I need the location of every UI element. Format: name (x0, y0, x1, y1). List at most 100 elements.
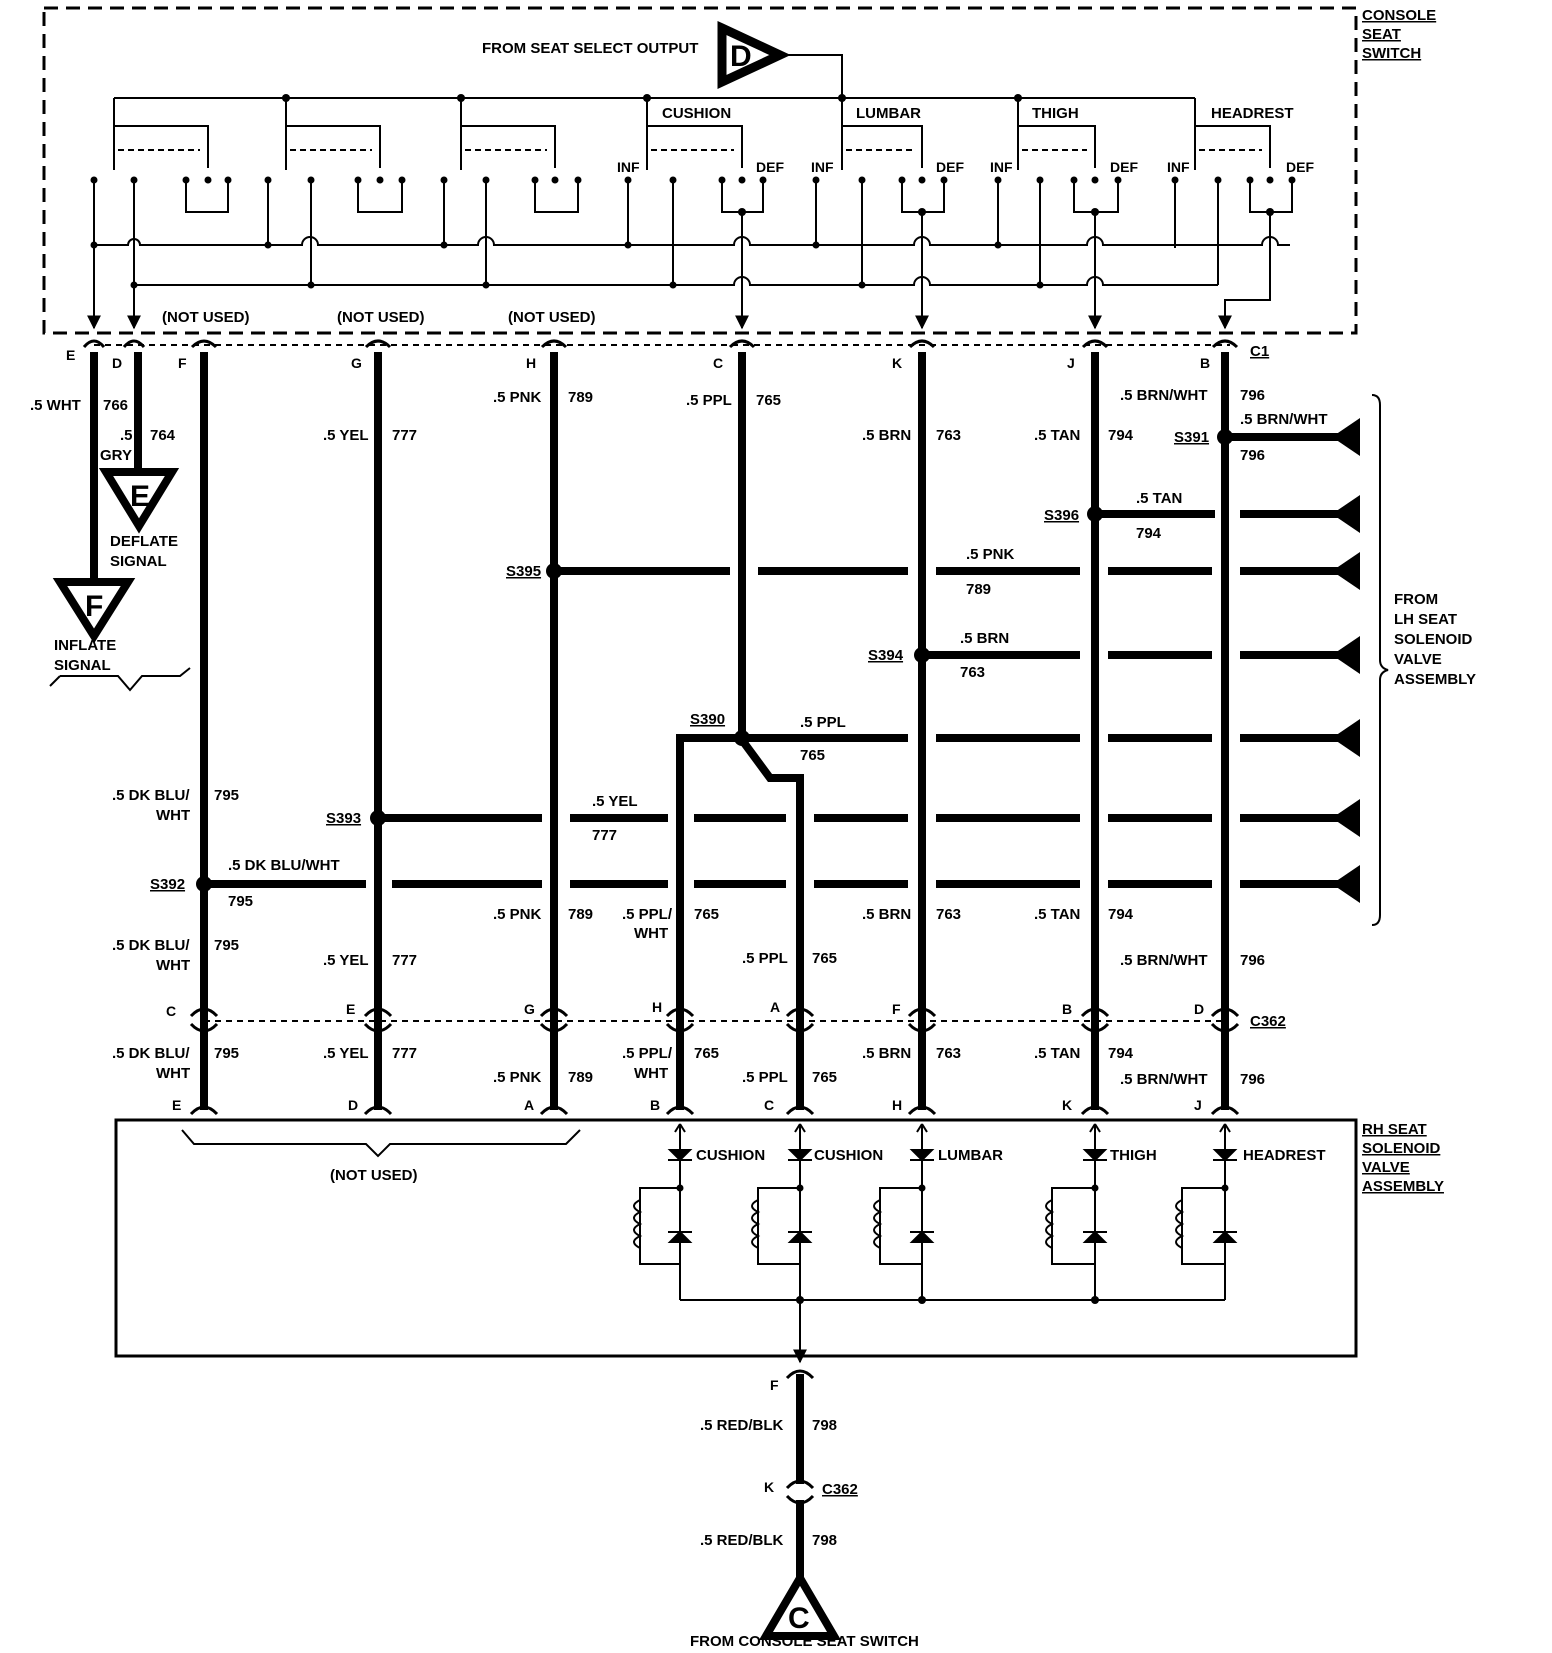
svg-text:B: B (1200, 355, 1210, 371)
svg-text:795: 795 (214, 937, 239, 954)
rh-solenoid-dots (676, 1184, 1229, 1304)
inflate-signal-triangle: F (52, 578, 136, 644)
svg-text:F: F (770, 1377, 779, 1393)
svg-text:D: D (348, 1097, 358, 1113)
from-seat-select-output-label: FROM SEAT SELECT OUTPUT (482, 40, 698, 57)
svg-text:ASSEMBLY: ASSEMBLY (1362, 1178, 1444, 1195)
svg-text:HEADREST: HEADREST (1211, 105, 1294, 122)
svg-text:(NOT USED): (NOT USED) (508, 309, 596, 326)
svg-text:S395: S395 (506, 563, 541, 580)
svg-text:E: E (130, 480, 150, 513)
svg-text:765: 765 (812, 1069, 837, 1086)
svg-text:CUSHION: CUSHION (814, 1147, 883, 1164)
svg-text:S390: S390 (690, 711, 725, 728)
svg-text:(NOT USED): (NOT USED) (330, 1167, 418, 1184)
svg-text:.5 BRN: .5 BRN (960, 630, 1009, 647)
svg-text:796: 796 (1240, 1071, 1265, 1088)
svg-text:795: 795 (214, 1045, 239, 1062)
svg-text:795: 795 (228, 893, 253, 910)
svg-text:THIGH: THIGH (1032, 105, 1079, 122)
svg-text:B: B (650, 1097, 660, 1113)
svg-text:CUSHION: CUSHION (662, 105, 731, 122)
svg-text:WHT: WHT (156, 957, 190, 974)
svg-text:.5 DK BLU/: .5 DK BLU/ (112, 937, 190, 954)
svg-text:.5 PPL: .5 PPL (742, 1069, 788, 1086)
svg-text:S392: S392 (150, 876, 185, 893)
svg-text:789: 789 (568, 389, 593, 406)
console-seat-switch-box (42, 6, 1358, 335)
svg-text:.5 TAN: .5 TAN (1034, 427, 1080, 444)
svg-text:777: 777 (392, 427, 417, 444)
connector-c1: C1 E D F G H C K J B (66, 339, 1269, 371)
svg-text:S394: S394 (868, 647, 904, 664)
svg-text:FROM: FROM (1394, 591, 1438, 608)
svg-text:.5 WHT: .5 WHT (30, 397, 81, 414)
svg-text:CONSOLE: CONSOLE (1362, 7, 1436, 24)
deflate-signal-triangle: E (98, 468, 180, 534)
svg-text:F: F (85, 590, 103, 623)
svg-text:.5 PNK: .5 PNK (493, 1069, 542, 1086)
svg-text:GRY: GRY (100, 447, 132, 464)
svg-text:763: 763 (936, 427, 961, 444)
svg-text:765: 765 (800, 747, 825, 764)
svg-text:SWITCH: SWITCH (1362, 45, 1421, 62)
svg-text:DEFLATE: DEFLATE (110, 533, 178, 550)
rh-connector: E D A B C H K J (172, 1097, 1240, 1116)
svg-text:WHT: WHT (634, 925, 668, 942)
svg-text:D: D (112, 355, 122, 371)
svg-text:.5 BRN/WHT: .5 BRN/WHT (1120, 952, 1208, 969)
svg-text:VALVE: VALVE (1394, 651, 1442, 668)
svg-text:C: C (713, 355, 723, 371)
console-seat-switch-label: CONSOLE SEAT SWITCH (1362, 7, 1436, 62)
svg-text:H: H (892, 1097, 902, 1113)
svg-text:765: 765 (812, 950, 837, 967)
svg-text:794: 794 (1108, 427, 1134, 444)
svg-text:.5 TAN: .5 TAN (1034, 1045, 1080, 1062)
svg-text:798: 798 (812, 1532, 837, 1549)
svg-text:.5 BRN/WHT: .5 BRN/WHT (1120, 387, 1208, 404)
svg-text:766: 766 (103, 397, 128, 414)
svg-text:LUMBAR: LUMBAR (938, 1147, 1003, 1164)
switch-contacts (87, 98, 1293, 330)
wire-labels-lower: .5 DK BLU/ WHT 795 .5 YEL 777 .5 PNK 789… (112, 1045, 1265, 1088)
rh-solenoid-labels: CUSHION CUSHION LUMBAR THIGH HEADREST (696, 1147, 1326, 1164)
svg-text:WHT: WHT (156, 1065, 190, 1082)
svg-text:D: D (1194, 1001, 1204, 1017)
bottom-feed: F K C362 .5 RED/BLK 798 .5 RED/BLK 798 (700, 1369, 858, 1580)
svg-text:D: D (730, 40, 752, 73)
svg-text:HEADREST: HEADREST (1243, 1147, 1326, 1164)
svg-text:F: F (892, 1001, 901, 1017)
svg-text:763: 763 (936, 1045, 961, 1062)
splice-labels: S391 S396 S395 S394 S390 S393 S392 (150, 429, 1209, 893)
svg-text:.5 RED/BLK: .5 RED/BLK (700, 1532, 784, 1549)
svg-text:RH SEAT: RH SEAT (1362, 1121, 1427, 1138)
svg-text:.5 DK BLU/: .5 DK BLU/ (112, 1045, 190, 1062)
svg-text:(NOT USED): (NOT USED) (162, 309, 250, 326)
svg-text:S396: S396 (1044, 507, 1079, 524)
svg-text:.5 PPL: .5 PPL (686, 392, 732, 409)
svg-text:WHT: WHT (156, 807, 190, 824)
svg-text:.5 RED/BLK: .5 RED/BLK (700, 1417, 784, 1434)
wire-labels-top: .5 WHT 766 .5 764 GRY .5 YEL 777 .5 PNK … (30, 387, 1265, 464)
svg-text:H: H (526, 355, 536, 371)
svg-text:SIGNAL: SIGNAL (110, 553, 167, 570)
svg-text:E: E (172, 1097, 181, 1113)
svg-text:A: A (770, 999, 780, 1015)
not-used-bracket-bottom: (NOT USED) (181, 1129, 581, 1184)
svg-text:798: 798 (812, 1417, 837, 1434)
rh-seat-solenoid-box (114, 1118, 1358, 1358)
svg-text:796: 796 (1240, 447, 1265, 464)
svg-text:.5 TAN: .5 TAN (1034, 906, 1080, 923)
svg-text:C362: C362 (1250, 1013, 1286, 1030)
lh-feed-triangles (1332, 418, 1360, 903)
heavy-wires (90, 352, 1229, 1108)
svg-text:J: J (1067, 355, 1075, 371)
svg-text:THIGH: THIGH (1110, 1147, 1157, 1164)
svg-text:WHT: WHT (634, 1065, 668, 1082)
not-used-labels-top: (NOT USED) (NOT USED) (NOT USED) (162, 309, 596, 326)
svg-text:.5 PPL/: .5 PPL/ (622, 906, 673, 923)
svg-text:INFLATE: INFLATE (54, 637, 116, 654)
svg-text:DEF: DEF (936, 159, 964, 175)
svg-text:789: 789 (568, 1069, 593, 1086)
